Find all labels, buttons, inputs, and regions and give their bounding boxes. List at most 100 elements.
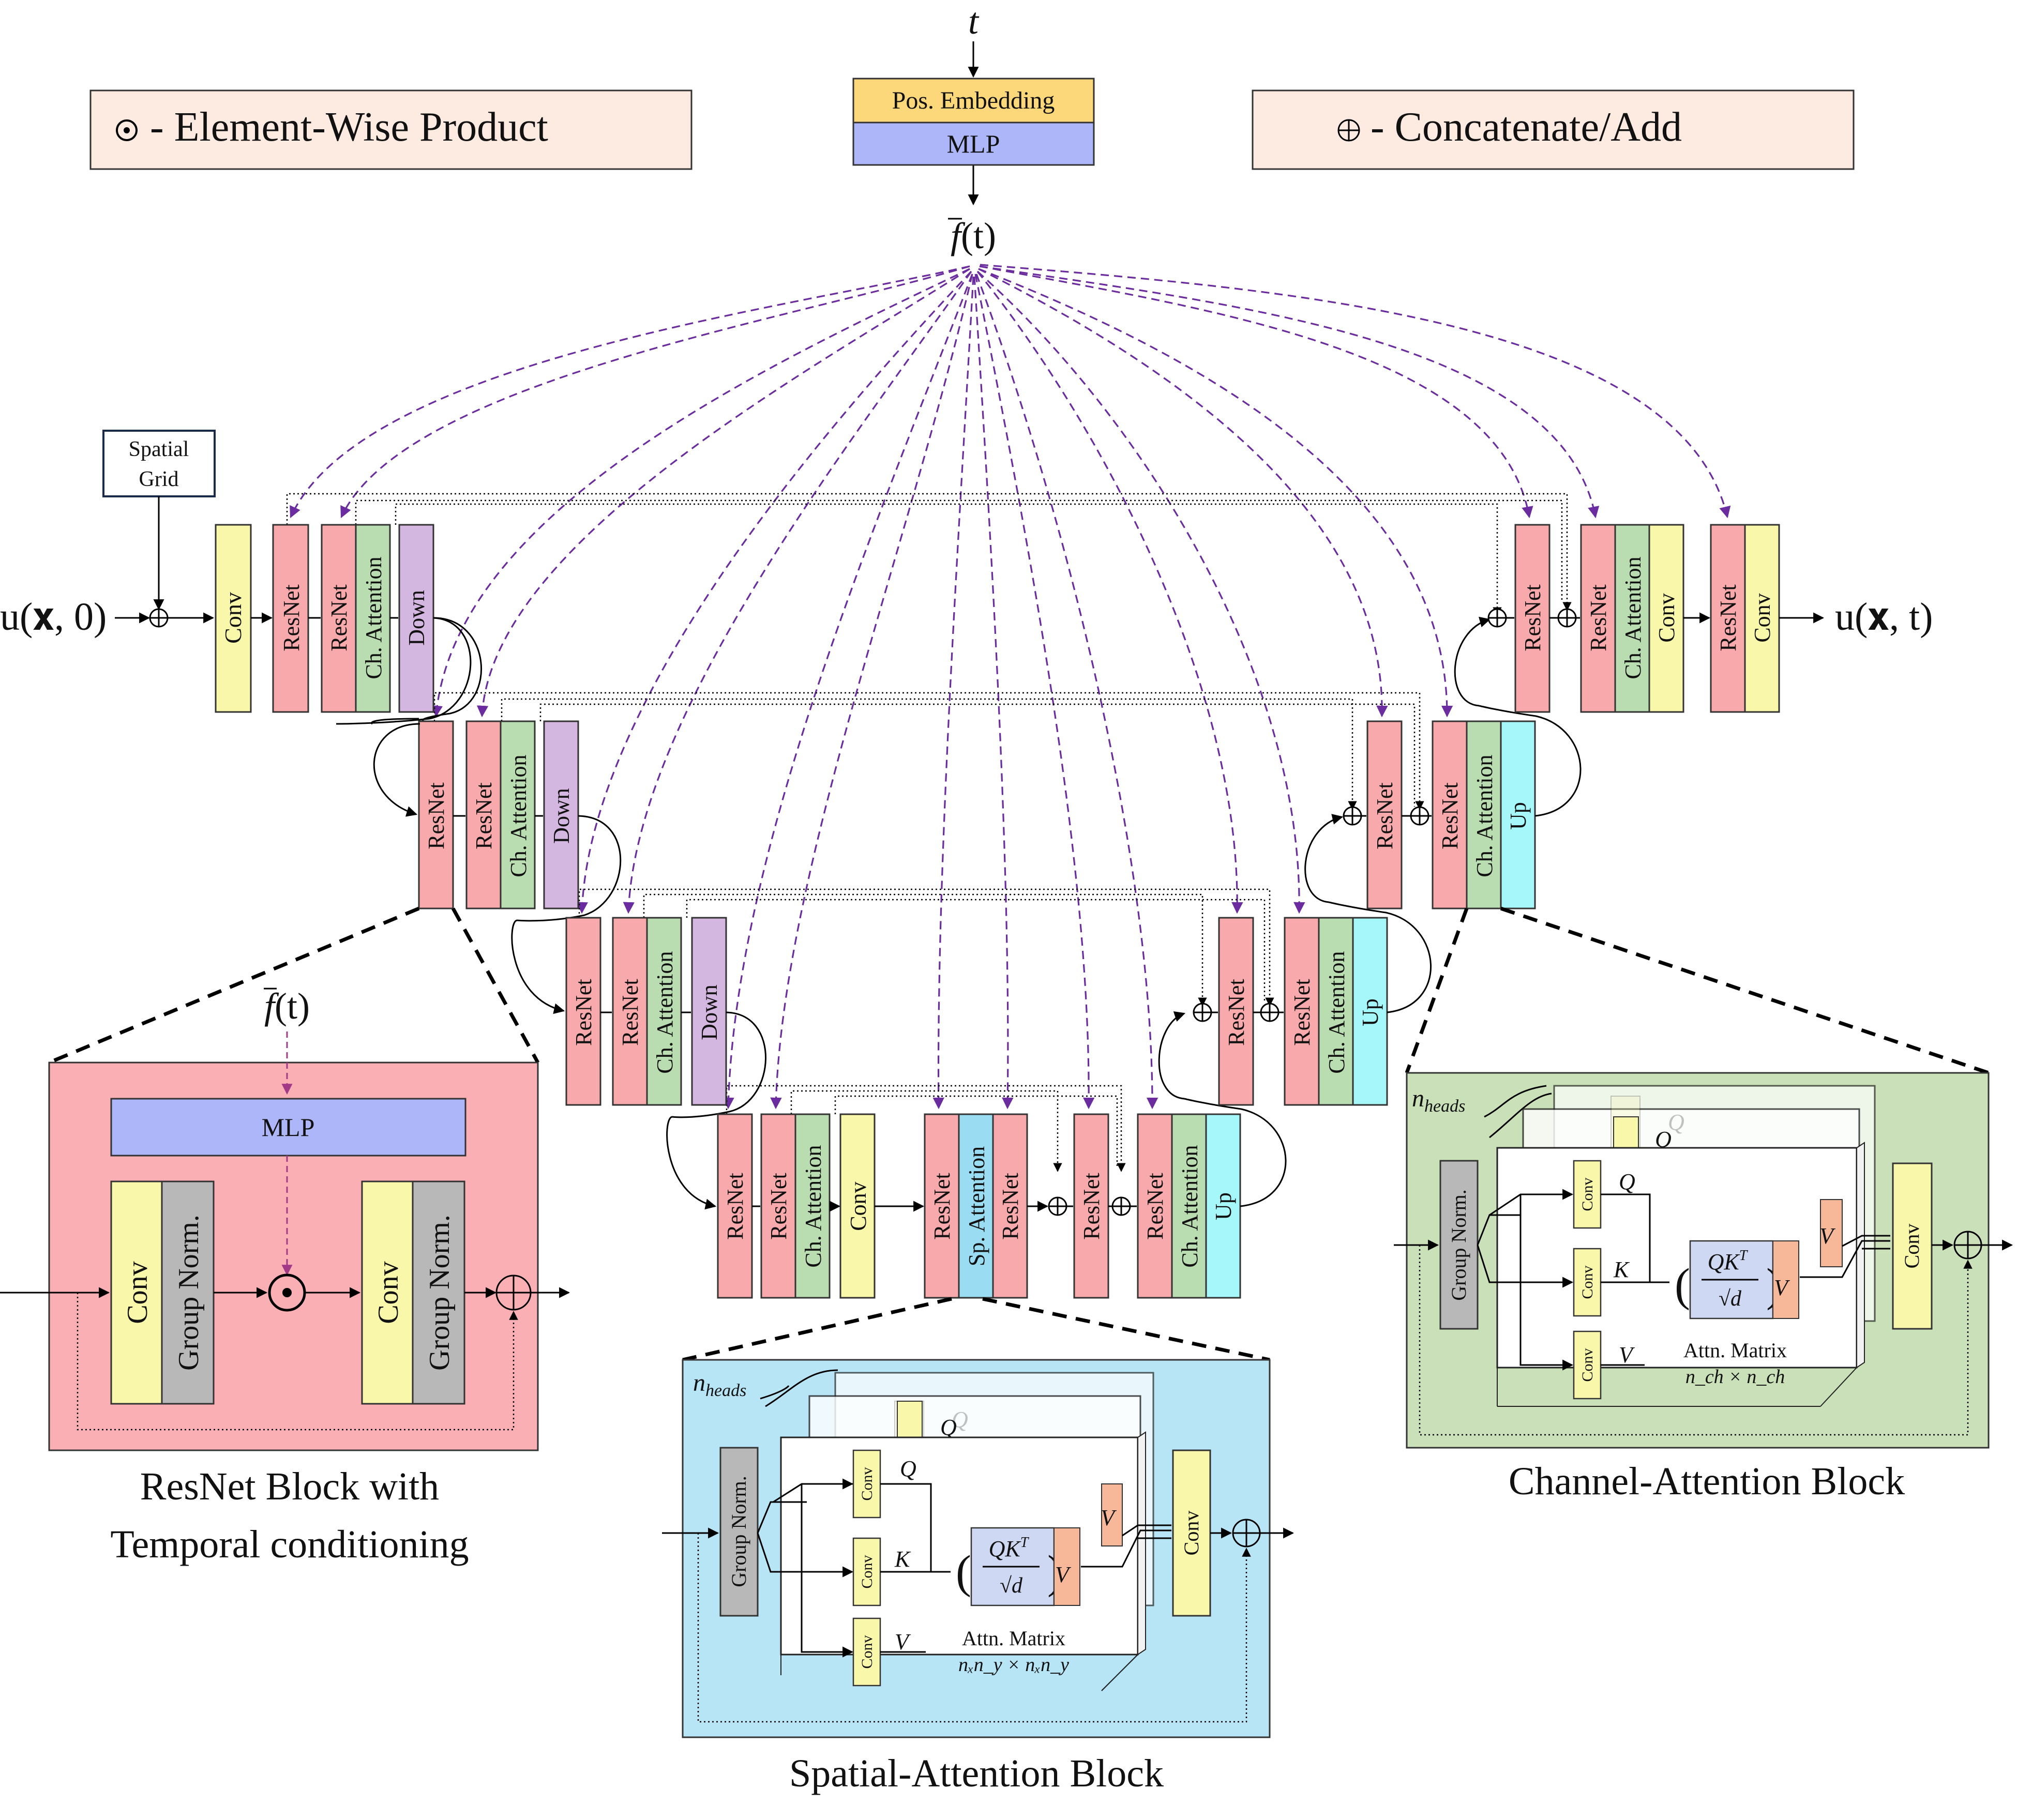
up-block-l3: [1352, 917, 1388, 1106]
mlp-label: MLP: [947, 129, 1000, 158]
svg-text:K: K: [894, 1546, 911, 1572]
output-u-x-t: u(𝐱, t): [1835, 595, 1933, 639]
svg-text:V: V: [1774, 1275, 1790, 1300]
svg-text:Conv: Conv: [1180, 1511, 1203, 1556]
input-u-x-0: u(𝐱, 0): [0, 595, 107, 639]
svg-text:Down: Down: [697, 984, 722, 1040]
svg-text:ResNet: ResNet: [1437, 782, 1463, 850]
svg-text:Temporal conditioning: Temporal conditioning: [110, 1523, 469, 1566]
t-symbol: t: [968, 1, 980, 42]
svg-text:Conv: Conv: [859, 1555, 876, 1588]
svg-text:K: K: [1613, 1257, 1630, 1282]
spatial-attention-detail: nheads Q Q Group Norm. Conv Q Conv K Con…: [662, 1359, 1295, 1795]
ch-attention-block-l2: [500, 720, 536, 909]
resnet-block-l2d: [1432, 720, 1468, 909]
resnet-block-l4d: [992, 1113, 1028, 1299]
svg-text:ResNet Block with: ResNet Block with: [140, 1465, 439, 1508]
svg-text:nₓn_y × nₓn_y: nₓn_y × nₓn_y: [958, 1654, 1069, 1676]
svg-text:ResNet: ResNet: [1142, 1173, 1168, 1240]
svg-text:Q: Q: [900, 1456, 916, 1481]
svg-text:Grid: Grid: [139, 467, 179, 491]
resnet-block-l1c: [1514, 524, 1551, 713]
svg-text:MLP: MLP: [262, 1113, 315, 1142]
resnet-block-l3a: [565, 917, 601, 1106]
ch-attention-block-l3: [646, 917, 682, 1106]
resnet-group-norm-2: [412, 1180, 465, 1405]
svg-text:- Element-Wise Product: - Element-Wise Product: [150, 104, 548, 150]
svg-text:nheads: nheads: [693, 1369, 746, 1400]
svg-text:√d: √d: [1719, 1287, 1742, 1311]
svg-text:Down: Down: [549, 788, 574, 844]
up-block-l2: [1500, 720, 1536, 909]
svg-text:QKT: QKT: [1708, 1248, 1749, 1275]
svg-text:Up: Up: [1211, 1192, 1236, 1220]
svg-text:Down: Down: [404, 590, 429, 646]
svg-text:ResNet: ResNet: [471, 782, 496, 850]
unet: Spatial Grid u(𝐱, 0) Conv ResNet ResNet …: [0, 430, 1933, 1299]
svg-text:(: (: [1675, 1260, 1690, 1311]
oplus-l1b: [1557, 608, 1577, 628]
resnet-block-l3d: [1284, 917, 1320, 1106]
down-block-l3: [691, 917, 727, 1106]
svg-text:nheads: nheads: [1412, 1085, 1465, 1116]
svg-text:Conv: Conv: [846, 1181, 871, 1231]
svg-text:ResNet: ResNet: [279, 584, 304, 651]
svg-text:ResNet: ResNet: [618, 979, 643, 1046]
svg-text:- Concatenate/Add: - Concatenate/Add: [1371, 104, 1682, 150]
time-embedding: t Pos. Embedding MLP f(t): [852, 1, 1095, 256]
svg-text:n_ch × n_ch: n_ch × n_ch: [1685, 1366, 1785, 1388]
svg-text:ResNet: ResNet: [1586, 584, 1611, 651]
svg-text:Group Norm.: Group Norm.: [727, 1476, 750, 1587]
svg-text:ResNet: ResNet: [1715, 584, 1741, 651]
svg-text:ResNet: ResNet: [1079, 1173, 1104, 1240]
svg-text:Up: Up: [1506, 802, 1531, 830]
svg-text:Spatial-Attention Block: Spatial-Attention Block: [789, 1752, 1164, 1795]
svg-text:Ch. Attention: Ch. Attention: [361, 556, 386, 679]
svg-text:V: V: [1819, 1223, 1836, 1249]
time-conditioning-arrows: [290, 264, 1731, 1110]
svg-text:ResNet: ResNet: [424, 782, 449, 850]
svg-text:Conv: Conv: [1750, 593, 1775, 642]
svg-text:Conv: Conv: [1900, 1224, 1923, 1269]
channel-group-norm: [1439, 1160, 1479, 1330]
svg-text:ResNet: ResNet: [1372, 782, 1397, 850]
svg-text:Conv: Conv: [1579, 1265, 1596, 1299]
mlp-box: [852, 122, 1095, 166]
resnet-block-l2c: [1366, 720, 1403, 909]
resnet-block-l4f: [1137, 1113, 1173, 1299]
resnet-block-l2a: [418, 720, 454, 909]
oplus-channel: [1953, 1231, 1982, 1260]
svg-text:QKT: QKT: [989, 1535, 1030, 1561]
conv-block-l1: [215, 524, 252, 713]
oplus-input: [149, 608, 169, 628]
svg-text:Attn. Matrix: Attn. Matrix: [1683, 1339, 1787, 1362]
svg-text:Q: Q: [940, 1415, 957, 1440]
svg-text:ResNet: ResNet: [1520, 584, 1545, 651]
svg-text:ResNet: ResNet: [766, 1173, 791, 1240]
svg-text:Conv: Conv: [1654, 593, 1679, 642]
svg-text:Conv: Conv: [372, 1261, 404, 1324]
legend-concat: - Concatenate/Add: [1252, 89, 1855, 170]
ch-attention-block-l2b: [1466, 720, 1502, 909]
svg-text:V: V: [1101, 1505, 1117, 1530]
legend-product: - Element-Wise Product: [89, 89, 693, 170]
resnet-block-l4c: [924, 1113, 960, 1299]
channel-attention-detail: nheads Q Q Group Norm. Conv Q Conv K Con…: [1394, 1072, 2013, 1503]
up-block-l4: [1205, 1113, 1241, 1299]
svg-text:Spatial: Spatial: [129, 437, 189, 461]
svg-text:Conv: Conv: [220, 592, 246, 644]
resnet-conv-2: [361, 1180, 414, 1405]
ch-attention-block-l4: [794, 1113, 831, 1299]
svg-text:Conv: Conv: [122, 1261, 154, 1324]
svg-text:Conv: Conv: [859, 1467, 876, 1500]
resnet-group-norm-1: [161, 1180, 215, 1405]
resnet-block-l1a: [272, 524, 309, 713]
svg-text:Group Norm.: Group Norm.: [424, 1215, 456, 1371]
svg-text:Ch. Attention: Ch. Attention: [801, 1145, 826, 1267]
svg-text:ResNet: ResNet: [571, 979, 596, 1046]
f-bar-t: f(t): [951, 215, 996, 256]
svg-text:√d: √d: [1000, 1574, 1023, 1598]
resnet-f-bar-t: f(t): [264, 985, 310, 1027]
oplus-l3b: [1260, 1003, 1280, 1022]
svg-text:Q: Q: [1619, 1169, 1635, 1194]
